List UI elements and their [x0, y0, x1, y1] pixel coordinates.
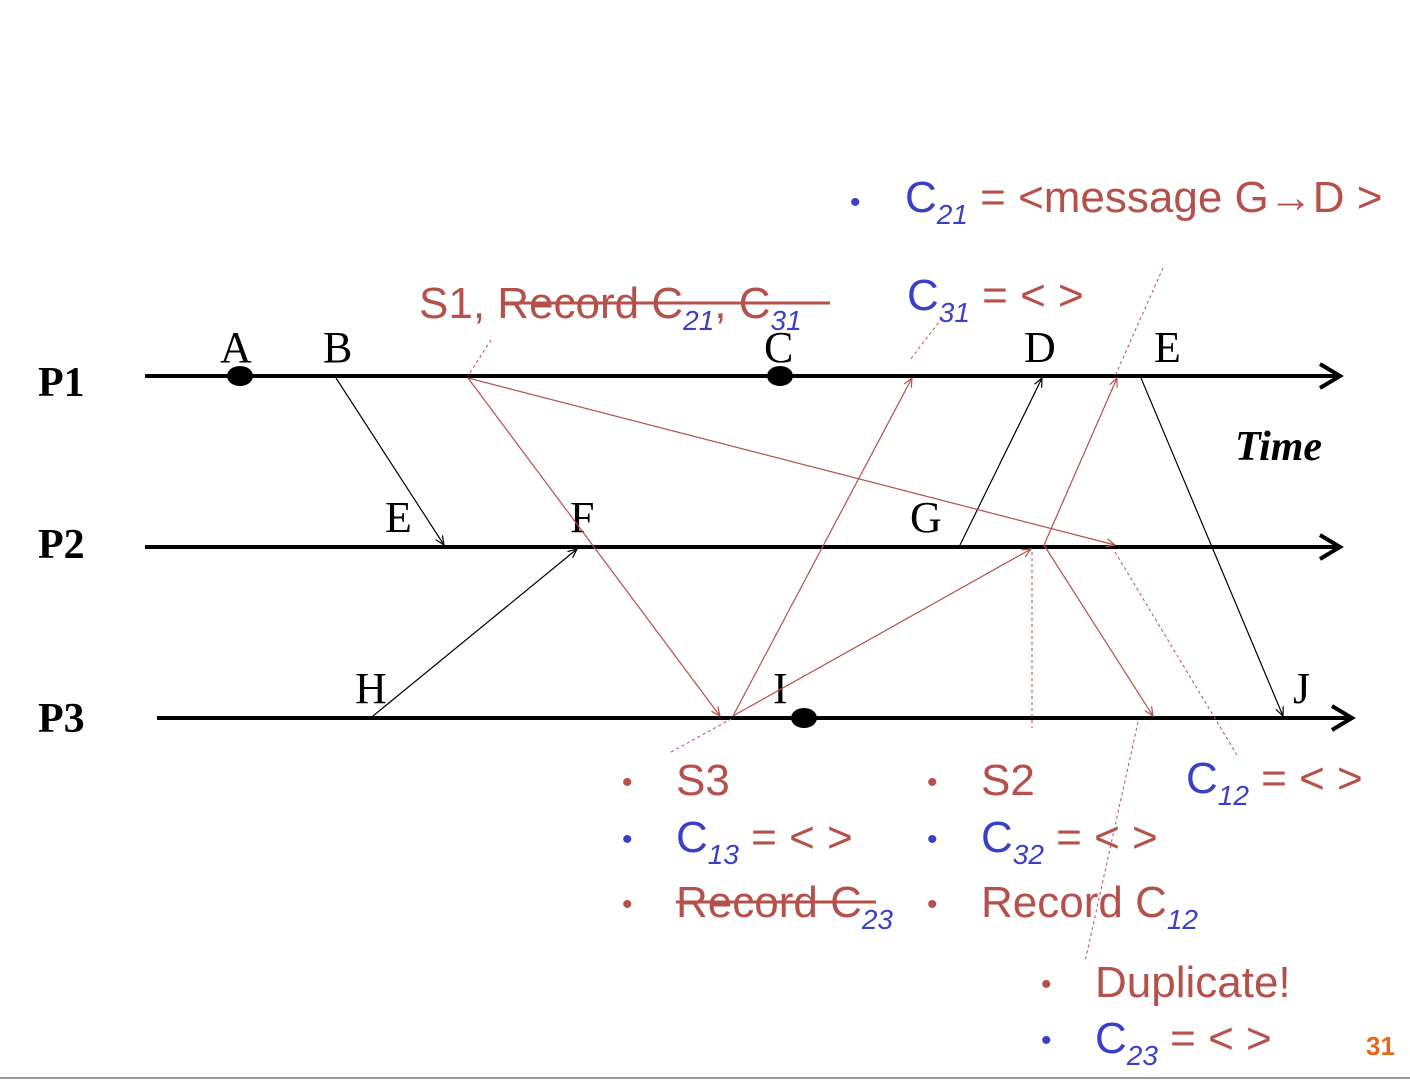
c23-label: C — [1095, 1014, 1127, 1063]
c13-value: = < > — [739, 813, 853, 862]
c31-subscript: 31 — [939, 297, 970, 328]
c12-value: = < > — [1249, 754, 1363, 803]
event-label-b: B — [323, 323, 352, 372]
c31-value: = < > — [970, 271, 1084, 320]
annotation-record-c12: Record C12 — [981, 878, 1198, 935]
bullet-s3: • — [622, 766, 633, 799]
s1-prefix: S1, — [419, 279, 497, 328]
marker-p3-to-p1 — [732, 378, 912, 717]
event-label-i: I — [773, 664, 788, 713]
message-h-to-f — [372, 549, 577, 717]
c32-subscript: 32 — [1013, 839, 1045, 870]
bullet-c13: • — [622, 823, 633, 856]
c13-subscript: 13 — [708, 839, 740, 870]
callout-c21 — [1114, 267, 1164, 377]
event-label-g: G — [910, 493, 942, 542]
timeline-p1 — [145, 362, 1344, 390]
process-label-p2: P2 — [38, 522, 85, 568]
event-label-c: C — [764, 323, 793, 372]
s1-subscript-31: 31 — [771, 305, 802, 336]
marker-p2-to-p3 — [1043, 544, 1153, 716]
marker-p2-to-p1 — [1043, 378, 1117, 546]
callout-s3 — [670, 717, 734, 753]
record-c12-subscript: 12 — [1167, 904, 1199, 935]
c21-label: C — [905, 173, 937, 222]
event-label-f: F — [570, 493, 594, 542]
annotation-duplicate: Duplicate! — [1095, 958, 1291, 1007]
bullet-record-c23: • — [622, 888, 633, 921]
bullet-c32: • — [927, 823, 938, 856]
timeline-p2 — [145, 533, 1344, 561]
event-label-e-p2: E — [385, 493, 412, 542]
c21-subscript: 21 — [936, 199, 968, 230]
event-label-h: H — [355, 664, 387, 713]
timeline-p3 — [157, 704, 1356, 732]
annotation-c23: C23 = < > — [1095, 1014, 1272, 1071]
callout-s1 — [467, 339, 492, 377]
bullet-duplicate: • — [1041, 968, 1052, 1001]
marker-p1-to-p2 — [467, 377, 1115, 545]
message-e-to-j — [1140, 377, 1283, 716]
annotation-record-c23: Record C23 — [676, 878, 893, 935]
annotation-c21: C21 = <message G→D > — [905, 173, 1382, 230]
message-g-to-d — [959, 378, 1042, 546]
record-c12-text: Record C — [981, 878, 1167, 927]
event-dot-c — [767, 366, 793, 386]
time-label: Time — [1235, 424, 1322, 470]
event-dot-i — [791, 708, 817, 728]
c12-subscript: 12 — [1218, 780, 1250, 811]
c31-label: C — [907, 271, 939, 320]
bullet-s2: • — [927, 766, 938, 799]
annotation-c12: C12 = < > — [1186, 754, 1363, 811]
page-number: 31 — [1366, 1031, 1395, 1061]
annotation-c13: C13 = < > — [676, 813, 853, 870]
annotation-c32: C32 = < > — [981, 813, 1158, 870]
c23-value: = < > — [1158, 1014, 1272, 1063]
bullet-c21: • — [850, 186, 861, 219]
marker-p3-to-p2 — [732, 549, 1031, 717]
annotation-c31: C31 = < > — [907, 271, 1084, 328]
callout-c31 — [909, 317, 943, 361]
c13-label: C — [676, 813, 708, 862]
event-label-j: J — [1293, 664, 1310, 713]
c21-value: = <message G→D > — [968, 173, 1383, 222]
callout-c12 — [1114, 551, 1238, 756]
event-dot-a — [227, 366, 253, 386]
annotation-s3: S3 — [676, 756, 730, 805]
c23-subscript: 23 — [1126, 1040, 1159, 1071]
message-b-to-e — [335, 377, 444, 545]
s1-subscript-21: 21 — [682, 305, 714, 336]
c12-label: C — [1186, 754, 1218, 803]
c32-value: = < > — [1044, 813, 1158, 862]
bullet-record-c12: • — [927, 888, 938, 921]
marker-p1-to-p3 — [467, 377, 720, 716]
event-label-a: A — [220, 323, 252, 372]
callout-duplicate — [1084, 721, 1139, 963]
bullet-c23: • — [1041, 1024, 1052, 1057]
record-c23-subscript: 23 — [861, 904, 894, 935]
event-label-e-p1: E — [1154, 323, 1181, 372]
process-label-p3: P3 — [38, 696, 85, 742]
process-label-p1: P1 — [38, 360, 85, 406]
event-label-d: D — [1024, 323, 1056, 372]
c32-label: C — [981, 813, 1013, 862]
annotation-s2: S2 — [981, 756, 1035, 805]
annotation-s1: S1, Record C21, C31 — [419, 279, 802, 336]
